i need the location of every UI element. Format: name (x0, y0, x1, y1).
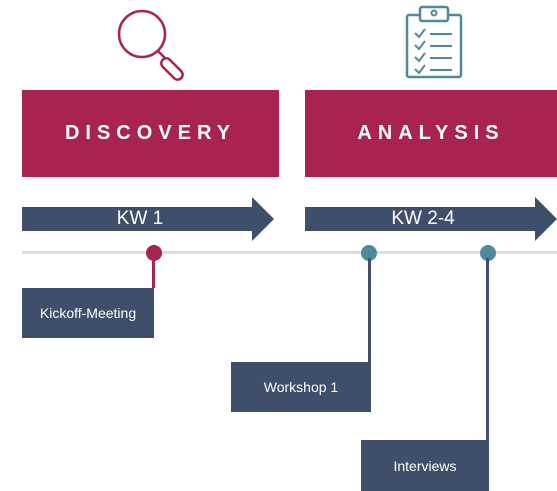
period-arrow-analysis: KW 2-4 (305, 197, 557, 241)
timeline-stem-interviews (486, 258, 489, 440)
phase-analysis-title: ANALYSIS (357, 122, 505, 144)
phase-discovery-box: DISCOVERY (22, 90, 279, 177)
period-arrow-discovery: KW 1 (22, 197, 274, 241)
timeline-line (22, 251, 557, 254)
timeline-dot-workshop (361, 245, 377, 261)
timeline-dot-interviews (480, 245, 496, 261)
clipboard-checklist-icon (405, 5, 463, 79)
event-kickoff-box: Kickoff-Meeting (22, 288, 154, 338)
phase-analysis-box: ANALYSIS (305, 90, 557, 177)
timeline-dot-kickoff (146, 245, 162, 261)
event-interviews-box: Interviews (361, 440, 489, 491)
event-workshop-box: Workshop 1 (231, 362, 371, 412)
timeline-stem-kickoff (152, 258, 155, 288)
event-interviews-label: Interviews (393, 457, 457, 474)
period-analysis-label: KW 2-4 (391, 208, 455, 229)
event-kickoff-label: Kickoff-Meeting (39, 305, 137, 321)
phase-discovery-title: DISCOVERY (64, 122, 237, 144)
event-workshop-label: Workshop 1 (263, 379, 339, 395)
timeline-stem-workshop (368, 258, 371, 362)
arrow-shape-icon (22, 197, 274, 241)
period-discovery-label: KW 1 (116, 208, 164, 229)
arrow-shape-icon (305, 197, 557, 241)
magnifier-icon (117, 9, 184, 81)
